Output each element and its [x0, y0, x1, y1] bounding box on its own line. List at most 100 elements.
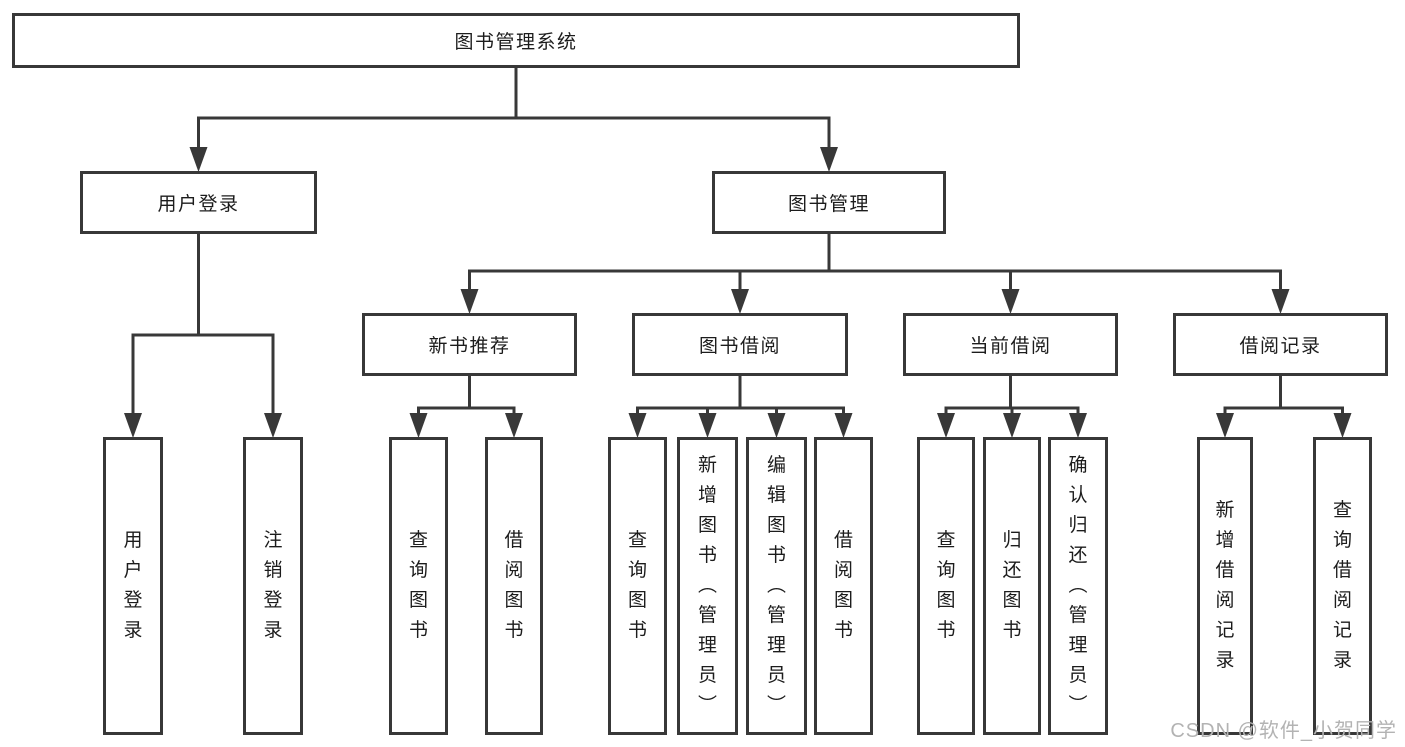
- node-label-char: 录: [1215, 650, 1235, 671]
- node-label-char: 记: [1215, 620, 1235, 641]
- node-label-char: ︶: [697, 695, 717, 716]
- arrowhead-icon: [189, 147, 208, 172]
- node-label-char: 辑: [766, 485, 786, 506]
- node-label-char: 员: [697, 665, 717, 686]
- node-label-char: 记: [1332, 620, 1352, 641]
- node-label-char: 书: [1002, 620, 1022, 641]
- node-label-char: 增: [1215, 530, 1235, 551]
- node-label-char: 书: [833, 620, 853, 641]
- node-label-char: ︵: [766, 575, 786, 596]
- node-label-char: 阅: [833, 560, 853, 581]
- node-label-book-borrowing: 图书借阅: [698, 336, 781, 357]
- node-label-current-borrowing: 当前借阅: [969, 336, 1052, 357]
- diagram-node-logout: 注销登录: [243, 437, 303, 735]
- diagram-node-add-books-admin: 新增图书︵管理员︶: [677, 437, 738, 735]
- arrowhead-icon: [505, 413, 523, 438]
- diagram-node-query-books-2: 查询图书: [608, 437, 667, 735]
- node-label-user-login-group: 用户登录: [157, 194, 240, 215]
- node-label-char: 图: [627, 590, 647, 611]
- arrowhead-icon: [628, 413, 647, 438]
- node-label-char: 图: [504, 590, 524, 611]
- diagram-node-edit-books-admin: 编辑图书︵管理员︶: [746, 437, 807, 735]
- node-label-char: 借: [504, 530, 524, 551]
- node-label-query-books-2: 查询图书: [628, 526, 647, 646]
- node-label-char: 借: [1215, 560, 1235, 581]
- node-label-char: 还: [1068, 545, 1088, 566]
- node-label-char: 新: [1215, 500, 1235, 521]
- node-label-char: 用: [123, 530, 143, 551]
- node-label-char: 查: [408, 530, 428, 551]
- node-label-root: 图书管理系统: [454, 32, 578, 53]
- diagram-node-root: 图书管理系统: [12, 13, 1020, 68]
- node-label-edit-books-admin: 编辑图书︵管理员︶: [767, 451, 786, 721]
- diagram-node-user-login-group: 用户登录: [80, 171, 317, 234]
- node-label-char: ︶: [1068, 695, 1088, 716]
- node-label-char: 询: [627, 560, 647, 581]
- arrowhead-icon: [820, 147, 838, 172]
- node-label-char: 查: [627, 530, 647, 551]
- node-label-char: 理: [697, 635, 717, 656]
- node-label-char: 书: [504, 620, 524, 641]
- node-label-char: 员: [766, 665, 786, 686]
- node-label-char: 图: [833, 590, 853, 611]
- diagram-node-user-login: 用户登录: [103, 437, 163, 735]
- node-label-borrowing-records: 借阅记录: [1239, 336, 1322, 357]
- diagram-node-return-books: 归还图书: [983, 437, 1041, 735]
- node-label-char: 管: [1068, 605, 1088, 626]
- node-label-char: 编: [766, 455, 786, 476]
- diagram-node-book-management: 图书管理: [712, 171, 946, 234]
- node-label-char: 登: [123, 590, 143, 611]
- node-label-return-books: 归还图书: [1002, 526, 1021, 646]
- node-label-char: 注: [263, 530, 283, 551]
- node-label-char: 员: [1068, 665, 1088, 686]
- diagram-node-add-borrow-record: 新增借阅记录: [1197, 437, 1253, 735]
- node-label-char: 图: [1002, 590, 1022, 611]
- node-label-query-borrow-record: 查询借阅记录: [1333, 496, 1352, 676]
- node-label-char: 管: [697, 605, 717, 626]
- diagram-node-borrow-books-1: 借阅图书: [485, 437, 543, 735]
- node-label-char: 增: [697, 485, 717, 506]
- node-label-char: 理: [1068, 635, 1088, 656]
- diagram-node-book-borrowing: 图书借阅: [632, 313, 848, 376]
- node-label-char: 阅: [1215, 590, 1235, 611]
- diagram-node-borrowing-records: 借阅记录: [1173, 313, 1388, 376]
- node-label-char: 认: [1068, 485, 1088, 506]
- diagram-node-new-book-recommend: 新书推荐: [362, 313, 577, 376]
- node-label-borrow-books-1: 借阅图书: [504, 526, 523, 646]
- node-label-char: 图: [697, 515, 717, 536]
- node-label-confirm-return-admin: 确认归还 ︵ 管理员 ︶: [1068, 451, 1087, 721]
- node-label-char: ︵: [1068, 575, 1088, 596]
- csdn-watermark: CSDN @软件_小贺同学: [1170, 720, 1397, 742]
- node-label-char: 归: [1002, 530, 1022, 551]
- arrowhead-icon: [767, 413, 786, 438]
- node-label-user-login: 用户登录: [123, 526, 142, 646]
- arrowhead-icon: [731, 289, 749, 314]
- node-label-char: 登: [263, 590, 283, 611]
- node-label-char: 借: [833, 530, 853, 551]
- node-label-char: 确: [1068, 455, 1088, 476]
- node-label-char: 图: [408, 590, 428, 611]
- arrowhead-icon: [1216, 413, 1234, 438]
- arrowhead-icon: [409, 413, 428, 438]
- node-label-char: 询: [408, 560, 428, 581]
- arrowhead-icon: [1003, 413, 1021, 438]
- node-label-char: 书: [697, 545, 717, 566]
- arrowhead-icon: [460, 289, 479, 314]
- node-label-char: 询: [1332, 530, 1352, 551]
- arrowhead-icon: [1333, 413, 1352, 438]
- node-label-char: 管: [766, 605, 786, 626]
- node-label-new-book-recommend: 新书推荐: [428, 336, 511, 357]
- node-label-char: 归: [1068, 515, 1088, 536]
- node-label-char: 阅: [504, 560, 524, 581]
- arrowhead-icon: [124, 413, 142, 438]
- node-label-book-management: 图书管理: [787, 194, 870, 215]
- node-label-char: 录: [1332, 650, 1352, 671]
- diagram-node-query-books-3: 查询图书: [917, 437, 975, 735]
- node-label-char: 书: [408, 620, 428, 641]
- node-label-char: 录: [123, 620, 143, 641]
- node-label-add-books-admin: 新增图书︵管理员︶: [698, 451, 717, 721]
- node-label-char: 新: [697, 455, 717, 476]
- node-label-char: 录: [263, 620, 283, 641]
- node-label-query-books-3: 查询图书: [936, 526, 955, 646]
